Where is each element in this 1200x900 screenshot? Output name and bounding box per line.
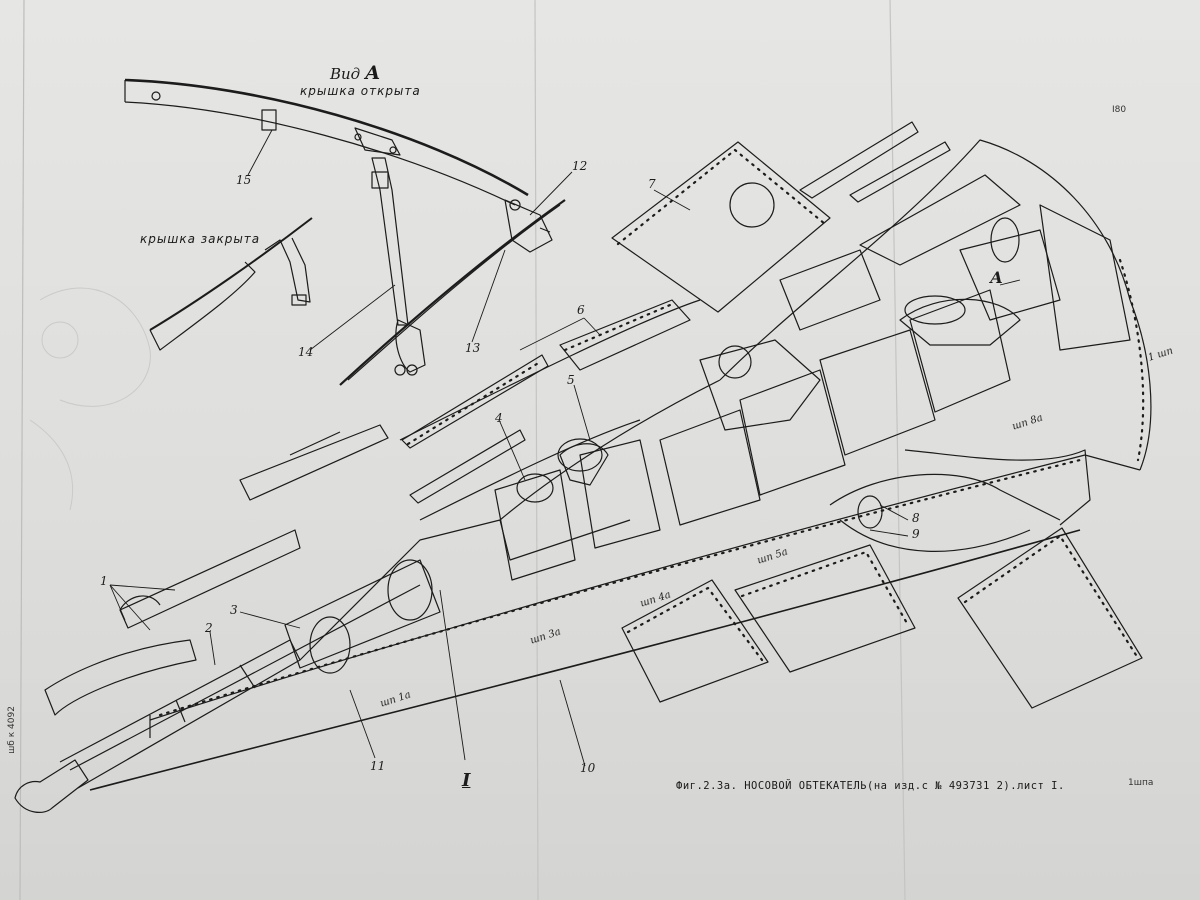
callout-13: 13: [465, 341, 481, 355]
leader-lines: [109, 129, 1021, 767]
rivet-lines: [158, 148, 1145, 717]
callout-12: 12: [572, 159, 588, 173]
callout-11: 11: [370, 759, 386, 773]
callout-15: 15: [236, 173, 252, 187]
group-label: I: [462, 770, 471, 791]
callout-7: 7: [648, 177, 656, 191]
upper-panels: [401, 121, 951, 504]
lid-closed-label: крышка закрыта: [140, 232, 261, 246]
fuselage-skin: [89, 139, 1152, 791]
callout-6: 6: [577, 303, 585, 317]
margin-note-bottom-right: 1шпа: [1128, 778, 1154, 788]
lid-open-assembly: [124, 78, 566, 386]
view-title: Вид А: [330, 62, 380, 84]
margin-note-top-right: Ⅰ80: [1112, 105, 1127, 115]
callout-10: 10: [580, 761, 596, 775]
faint-background-sketch: [29, 287, 151, 511]
figure-caption: Фиг.2.3а. НОСОВОЙ ОБТЕКАТЕЛЬ(на изд.с № …: [676, 780, 1065, 792]
paper-folds: [19, 0, 906, 900]
view-title-prefix: Вид: [330, 65, 361, 83]
callout-9: 9: [912, 527, 920, 541]
nose-probe-and-pipes: [14, 424, 441, 813]
margin-note-left: шб к 4092: [6, 706, 17, 754]
lower-panels: [621, 449, 1143, 709]
callout-8: 8: [912, 511, 920, 525]
lid-open-label: крышка открыта: [300, 84, 421, 98]
callout-1: 1: [100, 574, 108, 588]
internal-frames: [494, 174, 1131, 581]
callout-4: 4: [495, 411, 503, 425]
callout-5: 5: [567, 373, 575, 387]
callout-3: 3: [230, 603, 238, 617]
lid-closed-assembly: [149, 217, 313, 351]
view-title-letter: А: [364, 62, 381, 84]
section-arrow-a: А: [990, 268, 1004, 287]
callout-14: 14: [298, 345, 314, 359]
callout-2: 2: [205, 621, 213, 635]
